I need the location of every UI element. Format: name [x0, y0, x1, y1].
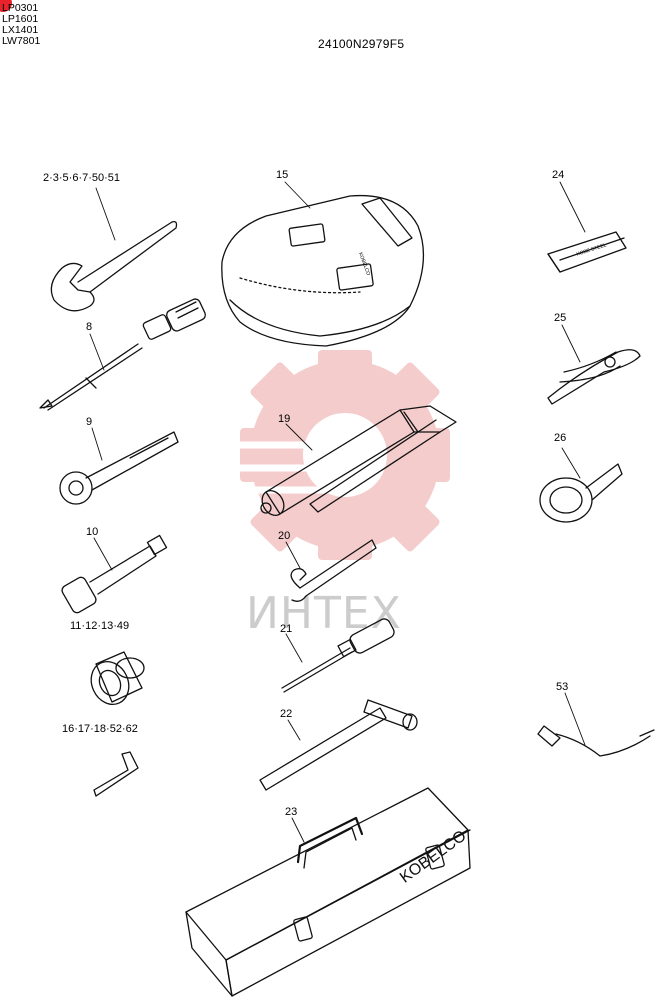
toolbox-icon: [185, 787, 471, 997]
ratchet-handle-icon: [59, 431, 179, 505]
model-code: LW7801: [2, 35, 41, 47]
part-label: 15: [276, 169, 289, 181]
model-code: LX1401: [2, 24, 39, 36]
part-label: 26: [554, 432, 567, 444]
pouch-icon: [547, 231, 627, 273]
part-label: 53: [556, 681, 569, 693]
part-label: 22: [280, 708, 293, 720]
part-label: 25: [554, 312, 567, 324]
hex-key-icon: [93, 751, 139, 797]
part-label: 21: [280, 623, 293, 635]
tool-bag-icon: [221, 194, 425, 347]
model-code: LP1601: [2, 13, 39, 25]
extension-bar-icon: [61, 534, 168, 614]
part-label: 20: [278, 530, 291, 542]
filter-wrench-icon: [539, 463, 623, 523]
part-label: 24: [552, 169, 565, 181]
hose-icon: [537, 725, 655, 757]
toolbox-brand: KOBELCO: [397, 827, 470, 886]
model-code: LP0301: [2, 2, 39, 14]
socket-icon: [90, 651, 145, 705]
leader-lines: [89, 181, 586, 843]
screwdriver-icon: [281, 618, 395, 693]
part-label: 19: [278, 413, 291, 425]
grease-gun-icon: [260, 405, 457, 516]
part-label: 8: [86, 321, 93, 333]
t-handle-wrench-icon: [259, 699, 418, 791]
part-label: 23: [285, 806, 298, 818]
adjustable-wrench-icon: [290, 539, 377, 602]
part-label: 11·12·13·49: [70, 620, 130, 632]
part-label: 10: [86, 526, 99, 538]
wrench-icon: [50, 220, 178, 312]
part-label: 9: [86, 416, 93, 428]
part-label: 16·17·18·52·62: [62, 723, 138, 735]
screwdriver-icon: [39, 298, 206, 411]
part-label: 2·3·5·6·7·50·51: [43, 172, 121, 184]
drawing-number: 24100N2979F5: [318, 37, 405, 51]
pliers-icon: [547, 349, 641, 405]
corner-marker: [0, 0, 12, 12]
watermark-text: ИНТЕХ: [246, 588, 402, 639]
